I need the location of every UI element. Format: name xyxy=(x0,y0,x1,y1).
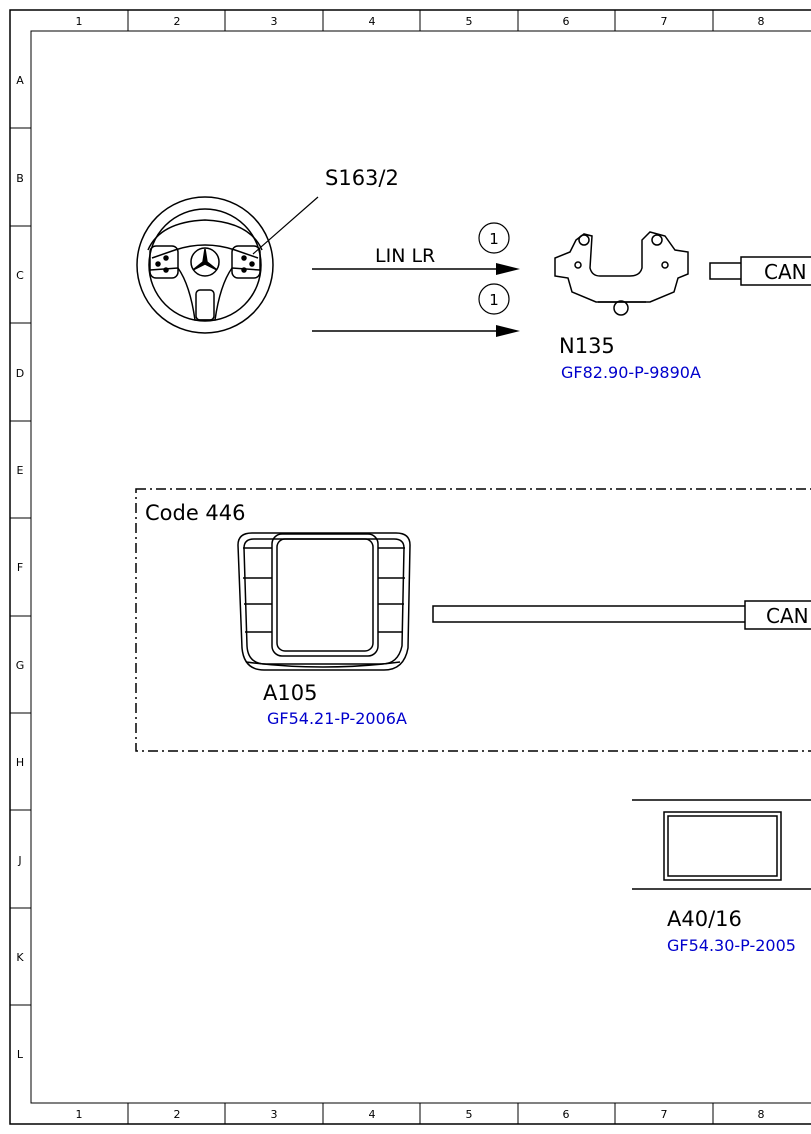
row-label: L xyxy=(17,1048,24,1061)
col-label: 7 xyxy=(661,15,668,28)
column-labels-bottom: 1 2 3 4 5 6 7 8 xyxy=(76,1108,765,1121)
row-label: E xyxy=(17,464,24,477)
col-label: 4 xyxy=(369,1108,376,1121)
a40-16-ref-link[interactable]: GF54.30-P-2005 xyxy=(667,936,796,955)
row-label: H xyxy=(16,756,24,769)
lin-arrow-lower xyxy=(312,325,520,337)
column-dividers xyxy=(127,10,714,1124)
col-label: 1 xyxy=(76,15,83,28)
a40-16-code-label[interactable]: A40/16 xyxy=(667,907,742,931)
a105-code-label[interactable]: A105 xyxy=(263,681,317,705)
lin-lr-label: LIN LR xyxy=(375,245,435,267)
col-label: 6 xyxy=(563,1108,570,1121)
col-label: 3 xyxy=(271,15,278,28)
col-label: 2 xyxy=(174,1108,181,1121)
row-label: G xyxy=(16,659,25,672)
col-label: 7 xyxy=(661,1108,668,1121)
col-label: 8 xyxy=(758,15,765,28)
col-label: 3 xyxy=(271,1108,278,1121)
marker-circle-lower xyxy=(478,283,510,315)
n135-ref-link[interactable]: GF82.90-P-9890A xyxy=(561,363,701,382)
steering-wheel-icon[interactable] xyxy=(136,196,274,334)
col-label: 2 xyxy=(174,15,181,28)
row-label: D xyxy=(16,367,24,380)
a105-panel-icon[interactable] xyxy=(237,532,411,671)
can-mid-label: CAN xyxy=(766,604,809,628)
row-label: J xyxy=(17,854,21,867)
row-label: B xyxy=(16,172,24,185)
col-label: 4 xyxy=(369,15,376,28)
can-top-label: CAN xyxy=(764,260,807,284)
a40-16-display-icon[interactable] xyxy=(632,799,811,890)
col-label: 5 xyxy=(466,1108,473,1121)
lin-arrow-upper xyxy=(312,263,520,275)
a105-ref-link[interactable]: GF54.21-P-2006A xyxy=(267,709,407,728)
col-label: 8 xyxy=(758,1108,765,1121)
col-label: 6 xyxy=(563,15,570,28)
s163-code-label[interactable]: S163/2 xyxy=(325,166,399,190)
marker-text-upper: 1 xyxy=(489,230,499,248)
can-top-connector xyxy=(709,256,811,286)
outer-frame xyxy=(9,9,811,1125)
row-labels: A B C D E F G H J K L xyxy=(16,74,25,1061)
n135-module-icon[interactable] xyxy=(554,231,689,316)
col-label: 1 xyxy=(76,1108,83,1121)
s163-leader-line xyxy=(252,196,319,255)
n135-code-label[interactable]: N135 xyxy=(559,334,615,358)
row-label: C xyxy=(16,269,24,282)
code-446-label: Code 446 xyxy=(145,501,246,525)
row-label: K xyxy=(16,951,24,964)
inner-frame xyxy=(30,30,811,1104)
code-446-group-border xyxy=(135,488,811,752)
marker-text-lower: 1 xyxy=(489,291,499,309)
row-dividers xyxy=(10,127,31,1006)
marker-circle-upper xyxy=(478,222,510,254)
row-label: A xyxy=(16,74,24,87)
column-labels-top: 1 2 3 4 5 6 7 8 xyxy=(76,15,765,28)
can-mid-connector xyxy=(432,600,811,630)
row-label: F xyxy=(17,561,23,574)
col-label: 5 xyxy=(466,15,473,28)
